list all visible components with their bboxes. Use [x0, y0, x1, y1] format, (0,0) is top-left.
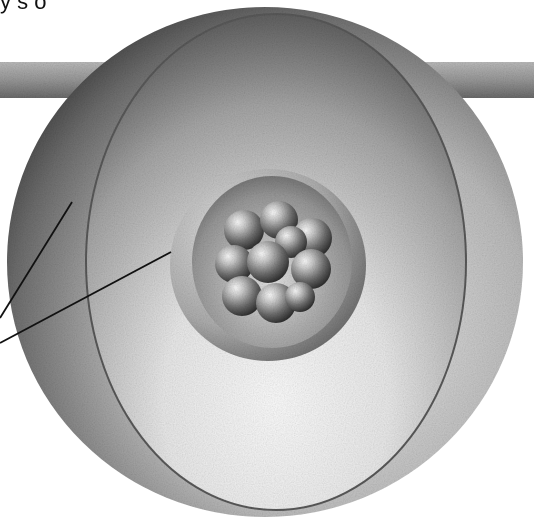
nucleus-ball — [285, 282, 315, 312]
nucleus-ball — [222, 276, 262, 316]
nucleus-ball — [247, 241, 289, 283]
